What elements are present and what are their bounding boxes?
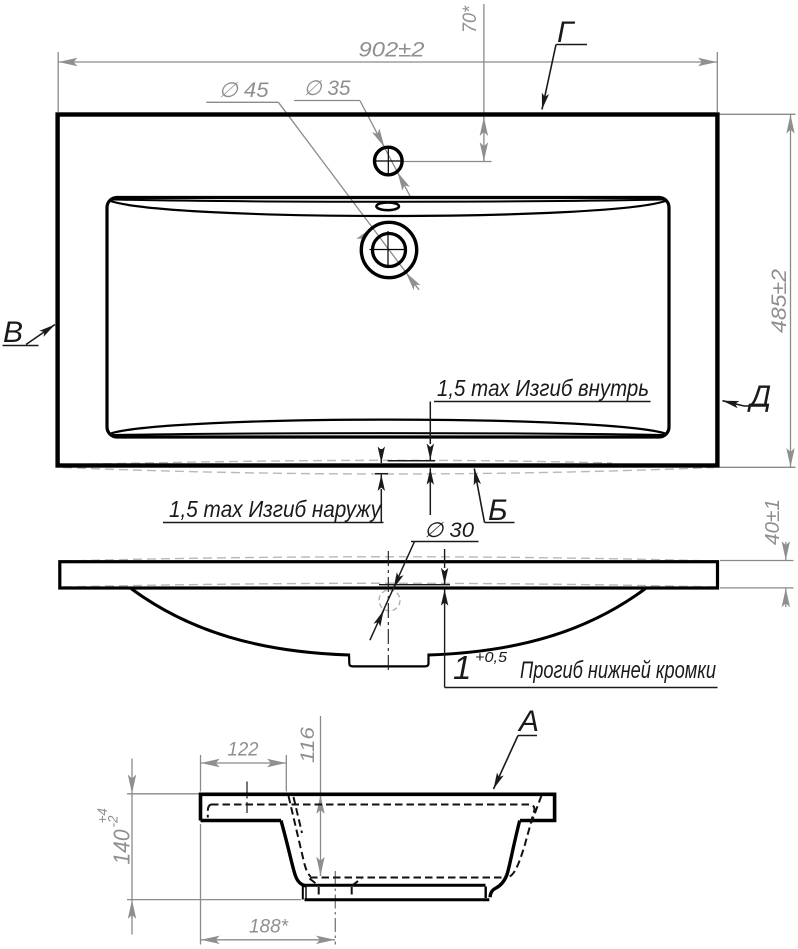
svg-text:1,5 max Изгиб наружу: 1,5 max Изгиб наружу	[169, 496, 382, 522]
svg-text:+4: +4	[95, 808, 110, 823]
svg-text:116: 116	[297, 727, 319, 763]
svg-text:188*: 188*	[249, 916, 289, 938]
svg-text:∅ 45: ∅ 45	[219, 79, 269, 102]
svg-text:Д: Д	[747, 380, 771, 413]
svg-text:Прогиб нижней кромки: Прогиб нижней кромки	[520, 657, 716, 684]
svg-text:А: А	[517, 705, 539, 738]
svg-text:485±2: 485±2	[768, 269, 791, 333]
svg-text:Б: Б	[488, 494, 508, 527]
svg-text:1: 1	[453, 649, 471, 686]
svg-text:40±1: 40±1	[762, 499, 784, 545]
svg-text:В: В	[3, 316, 23, 349]
svg-text:1,5 max Изгиб внутрь: 1,5 max Изгиб внутрь	[437, 375, 649, 401]
svg-text:∅ 35: ∅ 35	[304, 77, 351, 100]
svg-text:Г: Г	[557, 16, 576, 49]
svg-text:-2: -2	[106, 815, 121, 827]
svg-text:70*: 70*	[460, 5, 481, 33]
svg-text:122: 122	[228, 739, 259, 761]
svg-text:+0,5: +0,5	[475, 649, 508, 666]
svg-text:∅ 30: ∅ 30	[424, 519, 474, 542]
svg-text:140: 140	[109, 829, 135, 864]
svg-text:902±2: 902±2	[359, 39, 425, 62]
